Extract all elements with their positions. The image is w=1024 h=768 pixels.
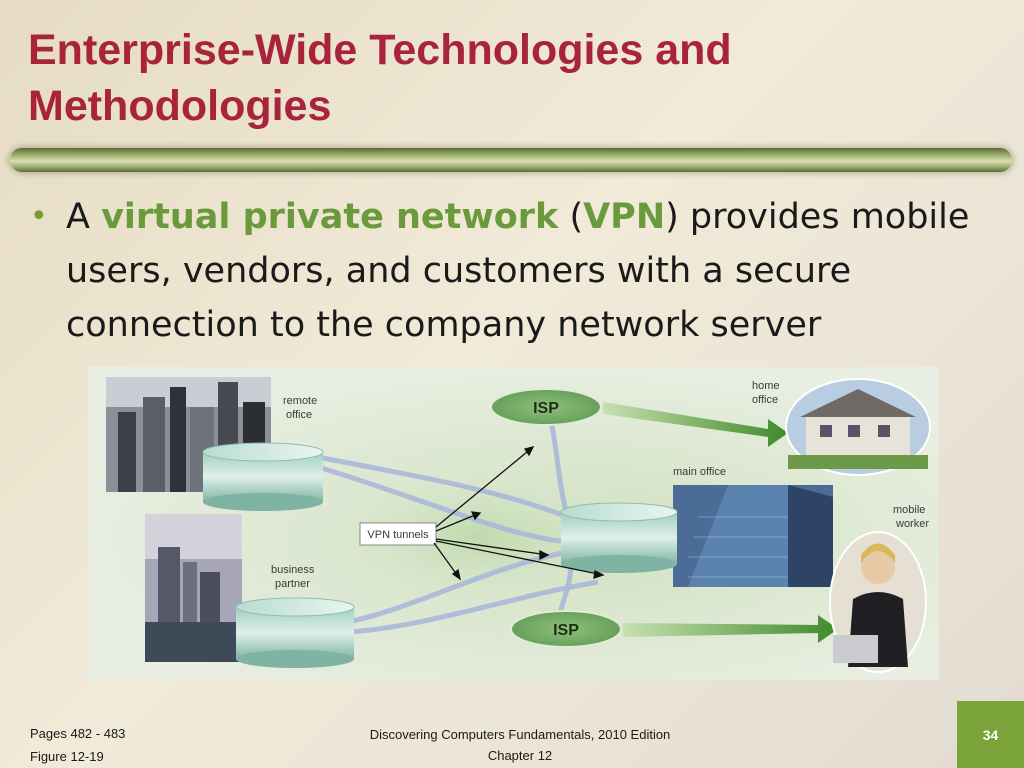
label-business: business: [271, 564, 315, 576]
bullet-point: • A virtual private network (VPN) provid…: [30, 190, 990, 352]
isp-bottom-node: ISP: [510, 610, 622, 648]
bullet-paren: (: [558, 197, 584, 237]
isp-top-label: ISP: [533, 400, 559, 417]
footer-chapter: Chapter 12: [487, 748, 553, 763]
business-partner-photo: [145, 514, 242, 662]
arrow-to-home-office: [603, 402, 788, 447]
slide-number: 34: [982, 726, 999, 743]
label-home-office: office: [752, 394, 778, 406]
footer-left: Pages 482 - 483 Figure 12-19: [30, 722, 125, 768]
main-office-server: [560, 502, 678, 573]
vpn-tunnel-lines: [317, 406, 599, 635]
bullet-text-line-3: connection to the company network server: [66, 305, 822, 345]
main-office-photo: [673, 485, 833, 587]
footer-center: Discovering Computers Fundamentals, 2010…: [320, 724, 720, 766]
bullet-post: ) provides mobile: [665, 197, 970, 237]
label-business-partner: partner: [275, 578, 310, 590]
vpn-tunnels-label: VPN tunnels: [367, 529, 429, 541]
label-home: home: [752, 380, 780, 392]
vpn-tunnels-callout: VPN tunnels: [359, 446, 605, 581]
title-line-1: Enterprise-Wide Technologies and: [28, 26, 732, 74]
term-vpn-full: virtual private network: [101, 197, 559, 237]
bullet-pre: A: [66, 197, 102, 237]
arrow-to-mobile-worker: [623, 615, 838, 643]
isp-bottom-label: ISP: [553, 622, 579, 639]
footer-book: Discovering Computers Fundamentals, 2010…: [369, 727, 671, 742]
home-office-photo: [785, 378, 931, 476]
label-remote: remote: [283, 395, 317, 407]
label-mobile: mobile: [893, 504, 925, 516]
label-remote-office: office: [286, 409, 312, 421]
footer-figure: Figure 12-19: [30, 749, 104, 764]
title-divider: [10, 148, 1012, 172]
isp-top-node: ISP: [490, 388, 602, 426]
remote-office-server: [202, 442, 324, 511]
footer-pages: Pages 482 - 483: [30, 726, 126, 741]
label-main-office: main office: [673, 466, 726, 478]
bullet-dot-icon: •: [30, 199, 48, 234]
bullet-text-line-1: A virtual private network (VPN) provides…: [66, 190, 990, 244]
mobile-worker-photo: [829, 531, 927, 673]
title-line-2: Methodologies: [28, 82, 332, 130]
business-partner-server: [235, 597, 355, 668]
slide-number-badge: 34: [957, 701, 1024, 768]
vpn-figure: remote office business partner ISP ISP: [88, 367, 939, 680]
label-mobile-worker: worker: [895, 518, 929, 530]
bullet-text-line-2: users, vendors, and customers with a sec…: [66, 251, 852, 291]
term-vpn-abbr: VPN: [583, 197, 666, 237]
vpn-diagram: remote office business partner ISP ISP: [106, 377, 931, 673]
slide-title: Enterprise-Wide Technologies and Methodo…: [28, 22, 988, 134]
